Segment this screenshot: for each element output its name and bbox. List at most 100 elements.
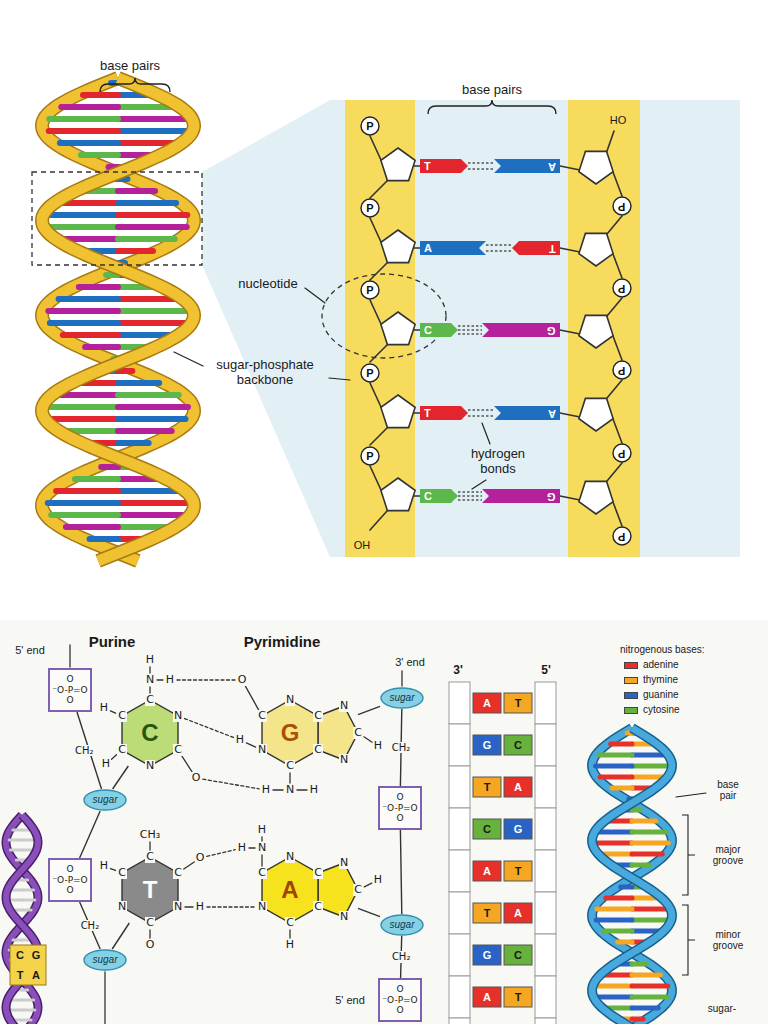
node-text: P bbox=[366, 450, 373, 463]
leader-line bbox=[676, 793, 706, 797]
node-text: O bbox=[396, 984, 403, 994]
base-rung bbox=[632, 863, 649, 868]
chemical-bond bbox=[261, 837, 262, 841]
text-label: base pair bbox=[708, 779, 748, 802]
base-rung bbox=[597, 995, 632, 1000]
base-rung bbox=[632, 819, 656, 824]
outline bbox=[381, 688, 423, 708]
node-text: A bbox=[483, 991, 491, 1004]
chemical-bond bbox=[149, 687, 150, 693]
base-rung bbox=[599, 753, 632, 758]
legend-swatch bbox=[624, 707, 638, 714]
ladder-rail bbox=[535, 850, 556, 892]
atom-label: C bbox=[145, 851, 155, 863]
ladder-rail bbox=[535, 808, 556, 850]
outline bbox=[361, 199, 379, 217]
base-rung bbox=[66, 524, 118, 530]
text-label: 5' end bbox=[15, 644, 45, 657]
helix-strand bbox=[6, 815, 38, 1024]
leader-line bbox=[482, 423, 490, 444]
base-rung bbox=[61, 104, 118, 110]
base-rung bbox=[600, 775, 632, 780]
outline bbox=[361, 364, 379, 382]
helix-strand bbox=[592, 728, 672, 1024]
brace bbox=[428, 100, 556, 114]
backbone-line bbox=[607, 463, 622, 481]
node-text: G bbox=[547, 324, 556, 337]
text-label: G bbox=[32, 949, 41, 962]
node-text: G bbox=[483, 949, 492, 962]
hydrogen-bond-line bbox=[207, 850, 235, 857]
base-rung bbox=[9, 899, 22, 902]
chemical-bond bbox=[149, 930, 150, 938]
node-text: P bbox=[618, 364, 625, 377]
backbone-line bbox=[370, 511, 387, 530]
backbone-line bbox=[560, 166, 580, 170]
chemical-bond bbox=[261, 855, 262, 866]
legend-text: adenine bbox=[643, 659, 679, 671]
ladder-base: A bbox=[503, 902, 533, 924]
phosphate-group: O⁻O-P=OO bbox=[48, 668, 92, 712]
base-bar: C bbox=[420, 323, 458, 337]
sugar-pentagon bbox=[381, 478, 415, 511]
atom-label: C bbox=[285, 760, 295, 772]
sugar-pentagon bbox=[381, 395, 415, 428]
outline bbox=[613, 361, 631, 379]
text-label: A bbox=[32, 969, 40, 982]
atom-label: N bbox=[285, 851, 295, 863]
base-rung bbox=[118, 212, 187, 218]
ladder-base: T bbox=[472, 902, 502, 924]
text-label: nucleotide bbox=[238, 277, 297, 292]
base-rung bbox=[48, 308, 118, 314]
outline bbox=[49, 859, 91, 901]
base-rung bbox=[118, 116, 187, 122]
atom-label: C bbox=[117, 710, 127, 722]
backbone-line bbox=[607, 216, 622, 234]
base-rung bbox=[632, 962, 646, 967]
nucleotide-outline bbox=[322, 274, 446, 358]
outline bbox=[381, 915, 423, 935]
outline bbox=[361, 447, 379, 465]
chemical-bond bbox=[110, 711, 115, 713]
atom-label: N bbox=[339, 857, 349, 869]
node-text: A bbox=[483, 697, 491, 710]
bond-connector bbox=[400, 830, 401, 914]
base-rung bbox=[9, 1009, 22, 1012]
base-rung bbox=[101, 464, 118, 470]
node-text: C bbox=[424, 324, 432, 337]
atom-label: N bbox=[285, 694, 295, 706]
chemical-bond bbox=[185, 906, 193, 907]
atom-label: N bbox=[257, 901, 267, 913]
base-rung bbox=[596, 764, 632, 769]
ladder-rail bbox=[535, 1018, 556, 1024]
node-text: A bbox=[514, 907, 522, 920]
outline bbox=[420, 489, 458, 503]
text-label: 5' end bbox=[335, 994, 365, 1007]
outline bbox=[504, 735, 532, 755]
backbone-line bbox=[607, 298, 622, 316]
text-label: sugar- bbox=[708, 1003, 736, 1015]
base-rung bbox=[10, 849, 22, 852]
hydrogen-bond-line bbox=[207, 906, 255, 907]
group-label: CH₂ bbox=[391, 742, 412, 754]
backbone-line bbox=[370, 181, 387, 198]
base-bar: G bbox=[482, 489, 560, 503]
atom-label: C bbox=[285, 917, 295, 929]
atom-label: H bbox=[373, 740, 383, 752]
outline bbox=[504, 693, 532, 713]
base-rung bbox=[597, 907, 632, 912]
outline bbox=[473, 777, 501, 797]
base-rung bbox=[632, 973, 660, 978]
outline bbox=[84, 950, 126, 970]
atom-label: O bbox=[191, 772, 202, 784]
outline bbox=[512, 241, 560, 255]
node-text: sugar bbox=[92, 794, 117, 806]
base-rung bbox=[63, 332, 118, 338]
atom-label: N bbox=[339, 754, 349, 766]
ladder-base: A bbox=[472, 860, 502, 882]
base-rung bbox=[22, 1019, 31, 1022]
leader-line bbox=[174, 352, 203, 366]
